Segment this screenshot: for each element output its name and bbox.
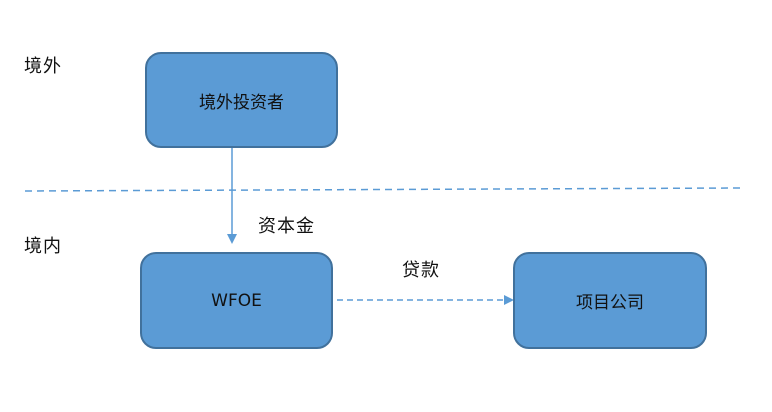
onshore-label: 境内 bbox=[24, 236, 62, 257]
wfoe-label: WFOE bbox=[211, 290, 262, 311]
foreign-investor-label: 境外投资者 bbox=[199, 92, 284, 113]
project-company-node: 项目公司 bbox=[513, 252, 707, 349]
capital-flow-label: 资本金 bbox=[258, 216, 315, 237]
loan-flow-label: 贷款 bbox=[402, 260, 440, 281]
border-divider-line bbox=[24, 187, 741, 192]
foreign-investor-node: 境外投资者 bbox=[145, 52, 338, 148]
offshore-label: 境外 bbox=[24, 56, 62, 77]
project-company-label: 项目公司 bbox=[576, 293, 644, 313]
wfoe-node: WFOE bbox=[140, 252, 333, 349]
